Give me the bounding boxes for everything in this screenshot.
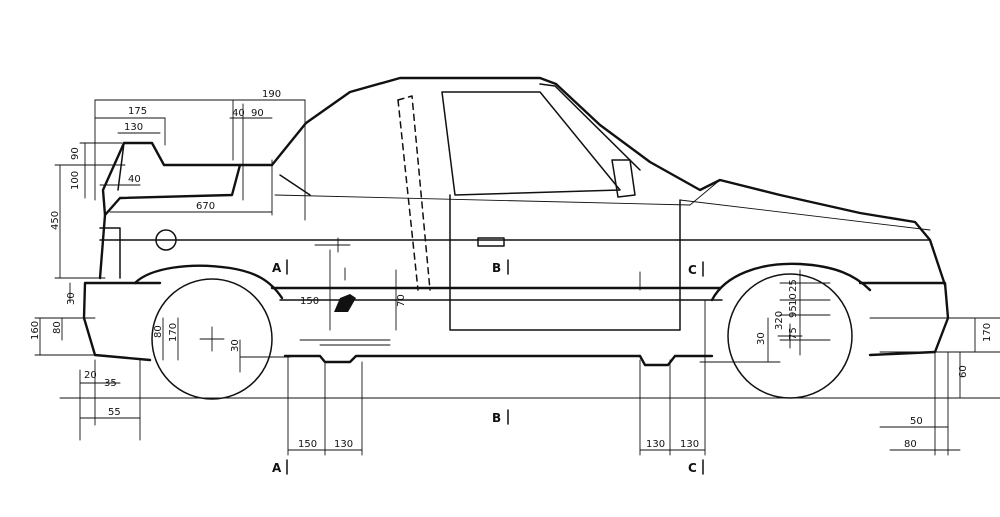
rear-wheel [151, 278, 273, 400]
section-b-top: B [492, 261, 501, 275]
dim-130-top: 130 [124, 122, 143, 133]
section-markers: A B C A B C [272, 259, 704, 475]
dim-320: 320 [774, 311, 785, 330]
dim-175: 175 [128, 106, 147, 117]
dim-30-wheel: 30 [230, 339, 241, 352]
dim-30-left: 30 [66, 292, 77, 305]
dim-80-right: 80 [904, 439, 917, 450]
dim-40-mid: 40 [128, 174, 141, 185]
section-a-bottom: A [272, 461, 282, 475]
section-c-top: C [688, 263, 697, 277]
dim-670: 670 [196, 201, 215, 212]
section-c-bottom: C [688, 461, 697, 475]
dim-90-left: 90 [70, 147, 81, 160]
dim-450: 450 [50, 211, 61, 230]
dim-90-top: 90 [251, 108, 264, 119]
dim-50: 50 [910, 416, 923, 427]
sill-detail-piece [334, 294, 356, 312]
dim-25: 25 [788, 279, 799, 292]
dimension-labels: 190 175 130 40 90 90 100 40 670 450 30 1… [30, 89, 993, 450]
dim-130-c-right: 130 [680, 439, 699, 450]
dim-170-wheel: 170 [168, 323, 179, 342]
dim-60: 60 [958, 365, 969, 378]
dim-130-bottom: 130 [334, 439, 353, 450]
dim-10: 10 [788, 293, 799, 306]
section-a-top: A [272, 261, 282, 275]
car-body-outline [82, 76, 950, 367]
dim-70: 70 [396, 294, 407, 307]
dim-150-bottom: 150 [298, 439, 317, 450]
dimension-lines [34, 99, 1000, 456]
dim-95: 95 [788, 305, 799, 318]
dim-100: 100 [70, 171, 81, 190]
dim-40-top: 40 [232, 108, 245, 119]
dim-150-mid: 150 [300, 296, 319, 307]
dim-35: 35 [104, 378, 117, 389]
dim-20: 20 [84, 370, 97, 381]
dim-190-top: 190 [262, 89, 281, 100]
section-b-bottom: B [492, 411, 501, 425]
dim-130-c-left: 130 [646, 439, 665, 450]
dim-80-wheel: 80 [153, 325, 164, 338]
dim-55: 55 [108, 407, 121, 418]
dim-160: 160 [30, 321, 41, 340]
dim-30-rear: 30 [756, 332, 767, 345]
dim-170-right: 170 [982, 323, 993, 342]
dim-75: 75 [788, 327, 799, 340]
dim-80-left: 80 [52, 321, 63, 334]
